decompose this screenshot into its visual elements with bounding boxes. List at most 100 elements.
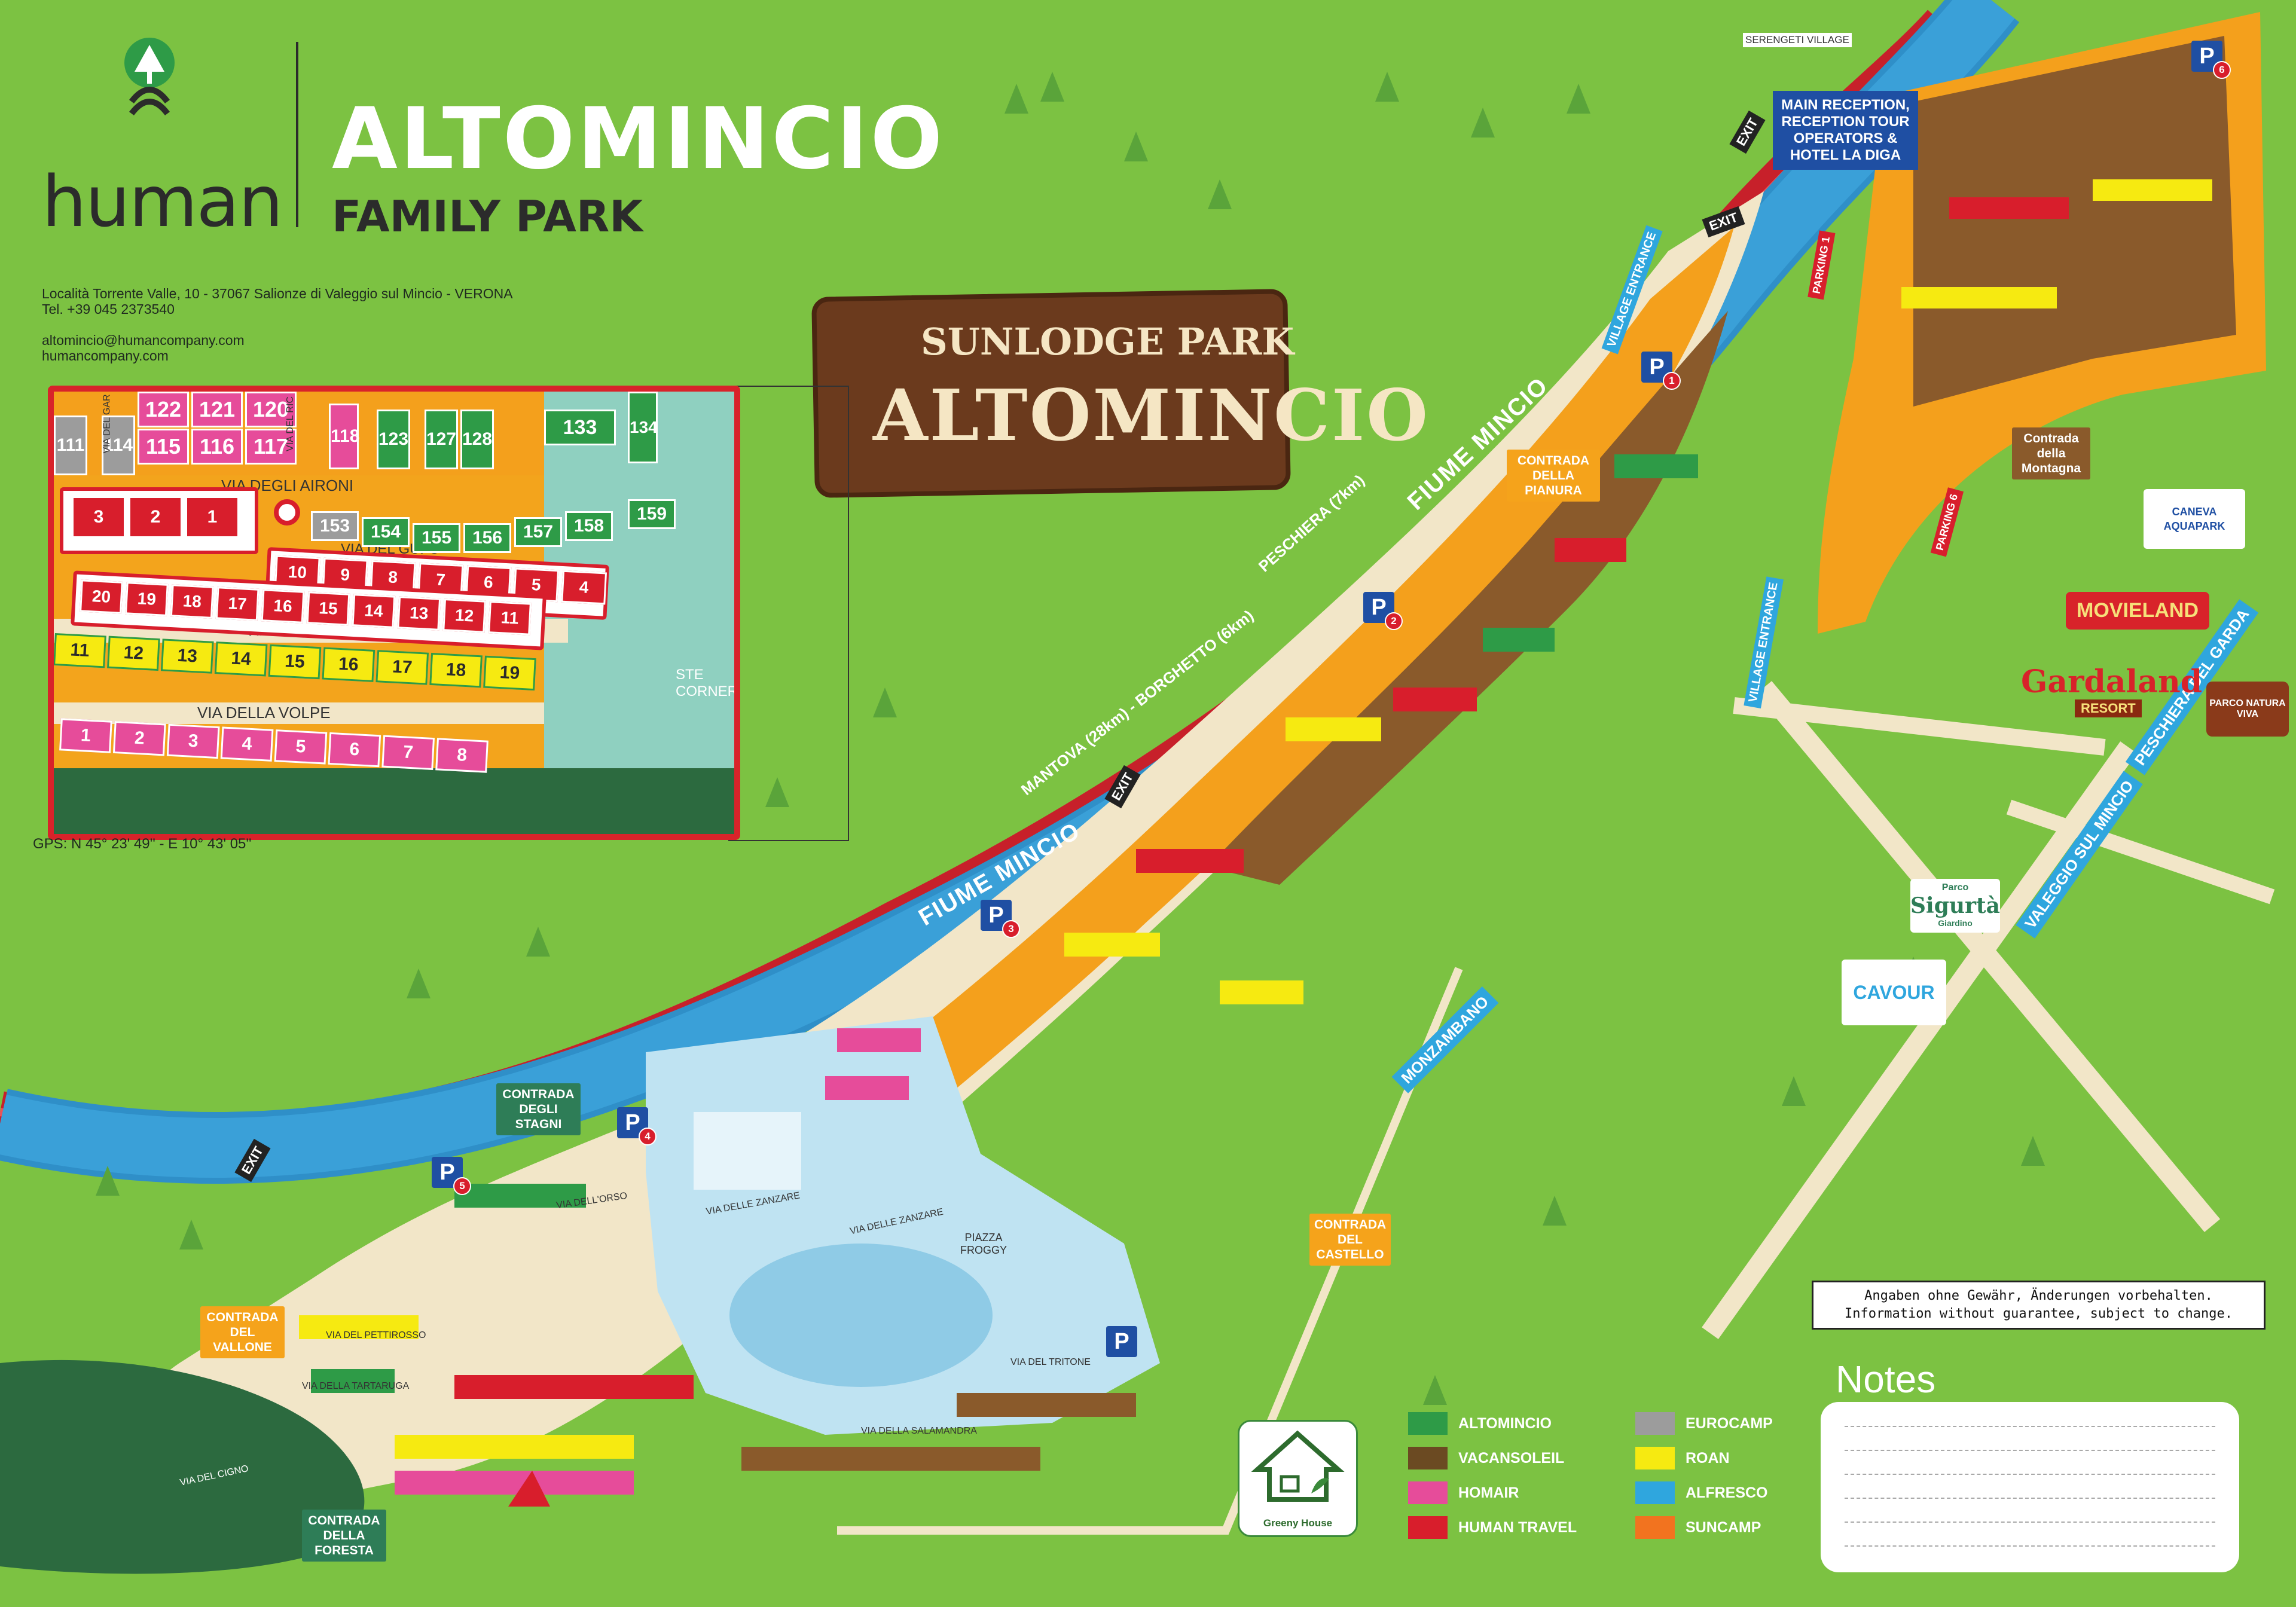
- legend-label: ALTOMINCIO: [1458, 1414, 1552, 1432]
- plot-121[interactable]: 121: [191, 392, 243, 427]
- plot-117[interactable]: 117: [245, 429, 297, 465]
- plot-roan-12[interactable]: 12: [107, 636, 160, 671]
- legend-item: HOMAIR: [1408, 1481, 1577, 1504]
- plot-homair-6[interactable]: 6: [328, 732, 381, 768]
- legend-swatch: [1408, 1481, 1448, 1504]
- legend-col-1: ALTOMINCIO VACANSOLEIL HOMAIR HUMAN TRAVEL: [1408, 1412, 1577, 1539]
- website-link[interactable]: humancompany.com: [42, 348, 169, 363]
- parking-icon-7[interactable]: P: [1106, 1326, 1137, 1357]
- plot-roan-11[interactable]: 11: [54, 633, 106, 668]
- plot-roan-13[interactable]: 13: [160, 638, 214, 674]
- plot-158[interactable]: 158: [565, 511, 613, 541]
- plot-115[interactable]: 115: [138, 429, 189, 465]
- natura-viva-logo[interactable]: PARCO NATURA VIVA: [2206, 682, 2289, 737]
- plot-human-16[interactable]: 16: [261, 589, 305, 624]
- disclaimer-box: Angaben ohne Gewähr, Änderungen vorbehal…: [1812, 1281, 2266, 1330]
- plot-human-12[interactable]: 12: [442, 598, 487, 633]
- plot-human-15[interactable]: 15: [306, 591, 350, 626]
- plot-120[interactable]: 120: [245, 392, 297, 427]
- plot-homair-4[interactable]: 4: [220, 726, 274, 762]
- plot-157[interactable]: 157: [514, 517, 562, 547]
- notes-line: [1845, 1545, 2215, 1547]
- notes-line: [1845, 1498, 2215, 1499]
- plot-h1[interactable]: 1: [185, 496, 239, 538]
- plot-154[interactable]: 154: [362, 517, 410, 547]
- contrada-castello: CONTRADA DEL CASTELLO: [1309, 1214, 1391, 1266]
- legend-swatch: [1408, 1412, 1448, 1435]
- plot-human-17[interactable]: 17: [215, 586, 259, 621]
- road-link: [1733, 697, 2106, 756]
- plot-111[interactable]: 111: [54, 416, 87, 475]
- inset-frame: [728, 386, 849, 841]
- greeny-house-card[interactable]: Greeny House: [1238, 1420, 1358, 1537]
- street-gar: VIA DEL GAR: [102, 394, 112, 454]
- plot-h3[interactable]: 3: [72, 496, 126, 538]
- plot-homair-7[interactable]: 7: [381, 735, 435, 770]
- plot-homair-2[interactable]: 2: [112, 721, 166, 756]
- plot-human-14[interactable]: 14: [352, 594, 396, 628]
- serengeti-village-label: SERENGETI VILLAGE: [1743, 33, 1852, 47]
- canevaworld-logo[interactable]: CANEVA AQUAPARK: [2144, 489, 2245, 549]
- plot-roan-19[interactable]: 19: [483, 655, 536, 691]
- plot-123[interactable]: 123: [377, 410, 410, 469]
- brand-human-wordmark: human: [42, 160, 283, 243]
- plot-128[interactable]: 128: [460, 410, 494, 469]
- inset-corner-label: STE CORNER: [676, 667, 738, 699]
- plot-homair-3[interactable]: 3: [166, 723, 220, 759]
- phone: Tel. +39 045 2373540: [42, 301, 175, 317]
- gardaland-logo[interactable]: Gardaland: [2021, 664, 2203, 700]
- cavour-logo[interactable]: CAVOUR: [1842, 960, 1946, 1025]
- logo-tree-icon: [114, 36, 185, 116]
- contrada-stagni: CONTRADA DEGLI STAGNI: [496, 1083, 581, 1135]
- plot-118[interactable]: 118: [329, 404, 359, 469]
- plot-122[interactable]: 122: [138, 392, 189, 427]
- plot-human-19[interactable]: 19: [124, 582, 169, 616]
- plot-127[interactable]: 127: [425, 410, 458, 469]
- plot-h2[interactable]: 2: [129, 496, 182, 538]
- sign-line-2: ALTOMINCIO: [873, 374, 1430, 457]
- notes-box[interactable]: [1821, 1402, 2239, 1572]
- plot-153[interactable]: 153: [311, 511, 359, 541]
- plot-134[interactable]: 134: [628, 392, 658, 463]
- plot-155[interactable]: 155: [413, 523, 460, 553]
- legend-swatch: [1408, 1516, 1448, 1539]
- plot-114[interactable]: 114: [102, 416, 135, 475]
- plot-roan-18[interactable]: 18: [429, 652, 483, 688]
- plot-human-4[interactable]: 4: [561, 570, 607, 605]
- orange-zone-main: [777, 227, 1734, 1148]
- piazza-froggy: PIAZZA FROGGY: [960, 1232, 1007, 1256]
- plot-159[interactable]: 159: [628, 499, 676, 529]
- gardaland-resort-label: RESORT: [2075, 699, 2142, 717]
- forest-trees: [96, 72, 2045, 1405]
- legend-label: HUMAN TRAVEL: [1458, 1519, 1577, 1536]
- plot-human-11[interactable]: 11: [488, 601, 532, 636]
- plot-133[interactable]: 133: [544, 410, 616, 445]
- disclaimer-line-1: Angaben ohne Gewähr, Änderungen vorbehal…: [1864, 1288, 2213, 1303]
- sigurta-logo[interactable]: Parco Sigurtà Giardino: [1910, 879, 2000, 933]
- email-link[interactable]: altomincio@humancompany.com: [42, 332, 245, 348]
- plot-homair-8[interactable]: 8: [435, 738, 488, 773]
- movieland-logo[interactable]: MOVIELAND: [2066, 592, 2209, 630]
- brand-title: ALTOMINCIO: [332, 90, 945, 188]
- plot-roan-17[interactable]: 17: [375, 650, 429, 685]
- plot-homair-5[interactable]: 5: [274, 729, 328, 765]
- plot-roan-14[interactable]: 14: [214, 641, 268, 677]
- plot-homair-1[interactable]: 1: [59, 718, 112, 753]
- plot-roan-15[interactable]: 15: [268, 644, 322, 680]
- plot-roan-16[interactable]: 16: [322, 647, 375, 682]
- legend-swatch: [1635, 1516, 1675, 1539]
- plot-human-13[interactable]: 13: [397, 596, 441, 631]
- plot-156[interactable]: 156: [463, 523, 511, 553]
- legend-label: VACANSOLEIL: [1458, 1449, 1565, 1467]
- plot-human-18[interactable]: 18: [170, 584, 214, 619]
- notes-line: [1845, 1450, 2215, 1451]
- plot-human-20[interactable]: 20: [80, 579, 123, 614]
- plot-116[interactable]: 116: [191, 429, 243, 465]
- parking-number-1: 1: [1663, 372, 1681, 390]
